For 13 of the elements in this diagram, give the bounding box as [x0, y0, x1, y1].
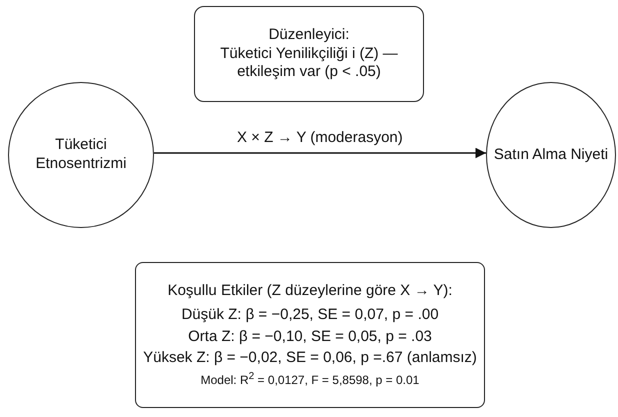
results-box — [135, 262, 485, 408]
heading-text: Koşullu Etkiler (Z düzeylerine göre X → Y): — [168, 282, 452, 301]
body-text: Model: R$^{2}$ = 0,0127, F = 5,8598, p = 0.01 — [200, 371, 420, 388]
body-text: Tüketici Yenilikçiliği i (Z) — etkileşim var (p < .05) — [219, 44, 399, 82]
body-text: Yüksek Z: β = −0,02, SE = 0,06, p =.67 (anlamsız) — [143, 349, 477, 368]
body-text: Düşük Z: β = −0,25, SE = 0,07, p = .00 — [181, 306, 439, 324]
heading-text: Düzenleyici: — [268, 26, 350, 45]
arrow — [154, 148, 486, 158]
moderator-box — [194, 6, 424, 102]
body-text: Satın Alma Niyeti — [494, 146, 608, 164]
edge-label: X × Z → Y (moderasyon) — [235, 129, 405, 146]
body-text: Orta Z: β = −0,10, SE = 0,05, p = .03 — [188, 328, 432, 346]
body-text: Tüketici Etnosentrizmi — [34, 136, 128, 174]
